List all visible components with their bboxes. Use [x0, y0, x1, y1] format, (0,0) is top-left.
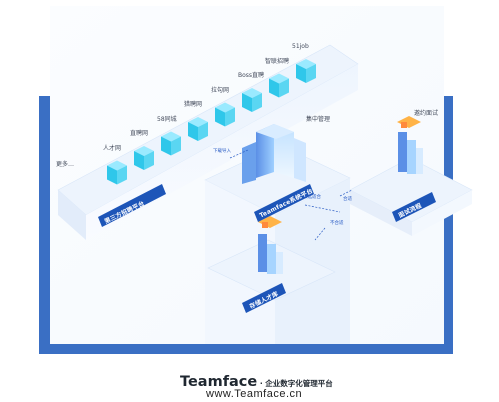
platform-label: 更多…	[56, 161, 75, 168]
label-suitable: 合适	[343, 197, 352, 202]
tag-talent	[242, 283, 286, 313]
platform-label: Boss直聘	[238, 72, 265, 79]
footer-dot: ·	[257, 379, 266, 388]
footer-title: Teamface · 企业数字化管理平台	[180, 373, 333, 390]
platform-cube	[269, 73, 289, 98]
platform-label: 人才网	[103, 144, 122, 152]
platform-cube	[296, 59, 316, 83]
platform-label: 智联招聘	[265, 57, 290, 65]
footer-url: www.Teamface.cn	[206, 388, 303, 400]
platform-cubes	[107, 59, 316, 185]
platform-cube	[134, 146, 154, 170]
interview-icon	[397, 116, 423, 174]
footer-tagline: 企业数字化管理平台	[265, 379, 333, 388]
platform-label: 拉勾网	[211, 86, 230, 94]
platform-label: 51job	[292, 43, 309, 50]
label-select-suitable: 筛选适合	[303, 195, 321, 200]
platform-label: 猎聘网	[184, 101, 203, 108]
label-invite-interview: 邀约面试	[414, 110, 439, 117]
platform-label: 直聘网	[130, 130, 149, 137]
platform-cube	[215, 102, 235, 127]
footer-brand: Teamface	[180, 374, 258, 390]
platform-cube	[242, 88, 262, 112]
tag-third-party	[98, 184, 166, 227]
label-unsuitable: 不合适	[330, 221, 344, 226]
tag-interview	[392, 192, 436, 222]
platform-cube	[161, 131, 181, 156]
building-icon	[242, 124, 306, 184]
platform-cube	[188, 117, 208, 141]
flow-lines	[229, 149, 353, 241]
platform-label: 58同城	[157, 115, 177, 123]
tag-system	[254, 184, 314, 222]
label-centralized-mgmt: 集中管理	[306, 116, 331, 123]
platform-cube	[107, 160, 127, 185]
label-download-import: 下载导入	[213, 149, 231, 154]
